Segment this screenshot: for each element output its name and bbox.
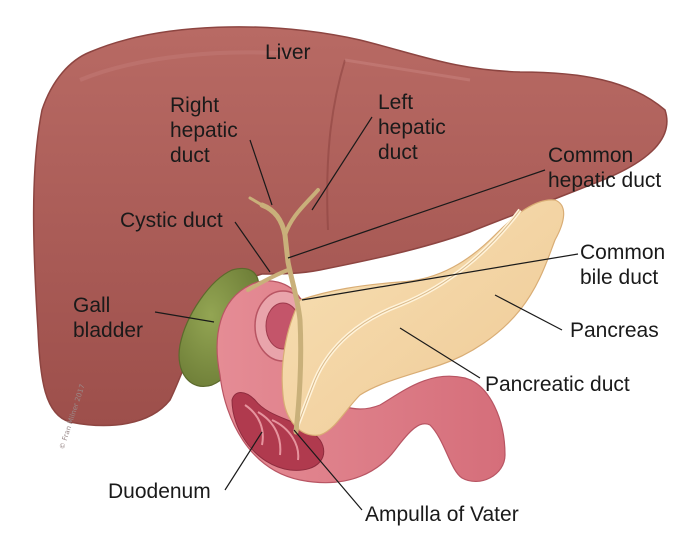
leader-cystic <box>234 221 271 273</box>
leader-ampulla <box>293 429 363 511</box>
leader-lines <box>154 116 579 511</box>
label-ampulla-of-vater: Ampulla of Vater <box>365 503 519 526</box>
label-liver: Liver <box>265 41 311 64</box>
label-right-hepatic-duct: Right hepatic duct <box>170 94 238 167</box>
label-gall-bladder: Gall bladder <box>73 294 144 342</box>
leader-right-hepatic <box>249 139 273 206</box>
label-common-hepatic-duct: Common hepatic duct <box>548 144 662 192</box>
leader-common-bile <box>301 253 579 301</box>
leader-duodenum <box>224 431 263 491</box>
leader-gallbladder <box>154 311 215 323</box>
label-cystic-duct: Cystic duct <box>120 209 223 232</box>
label-common-bile-duct: Common bile duct <box>580 241 666 289</box>
leader-common-hepatic <box>287 169 546 259</box>
bile-duct-system <box>246 188 320 435</box>
label-left-hepatic-duct: Left hepatic duct <box>378 91 446 164</box>
leader-left-hepatic <box>311 116 373 211</box>
label-duodenum: Duodenum <box>108 480 211 503</box>
label-pancreatic-duct: Pancreatic duct <box>485 373 630 396</box>
leader-pancreas <box>494 294 563 331</box>
label-pancreas: Pancreas <box>570 319 659 342</box>
pancreas-shape <box>281 199 565 436</box>
leader-pancreatic-duct <box>399 327 481 379</box>
